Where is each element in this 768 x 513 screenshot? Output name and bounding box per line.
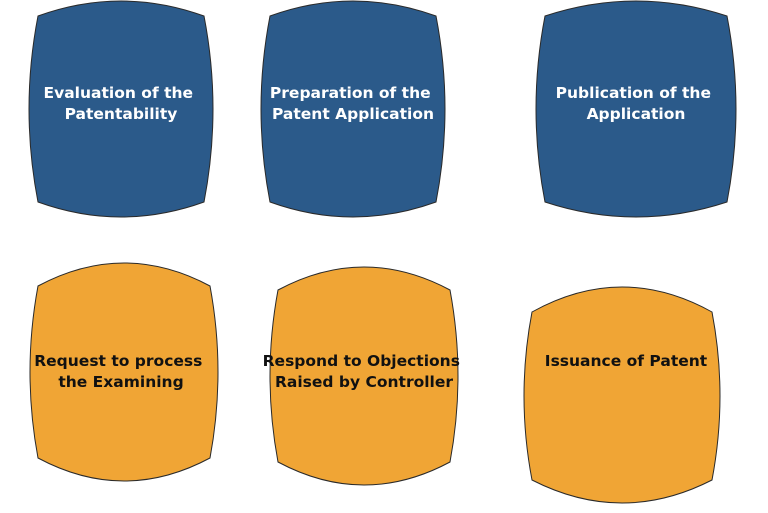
node-label-line: Respond to Objections [263, 352, 460, 370]
node-label-line: Application [587, 105, 686, 123]
node-label-line: the Examining [58, 373, 183, 391]
node-label-line: Issuance of Patent [545, 352, 708, 370]
svg-text:Issuance of Patent: Issuance of Patent [545, 352, 708, 370]
node-label-line: Patent Application [272, 105, 434, 123]
node-shape [29, 262, 219, 482]
svg-text:Evaluation of the Patent: Evaluation of the Patentability [44, 84, 199, 123]
node-publication-of-application: Publication of the Application [535, 0, 737, 218]
svg-text:Respond to Objections Ra: Respond to Objections Raised by Controll… [263, 352, 466, 391]
node-shape [28, 0, 214, 218]
node-label-line: Evaluation of the [44, 84, 194, 102]
node-shape [535, 0, 737, 218]
node-request-to-process-examining: Request to process the Examining [29, 262, 219, 482]
svg-text:Preparation of the Paten: Preparation of the Patent Application [270, 84, 436, 123]
node-label-line: Request to process [34, 352, 202, 370]
node-preparation-of-patent-application: Preparation of the Patent Application [260, 0, 446, 218]
node-shape [260, 0, 446, 218]
node-respond-to-objections: Respond to Objections Raised by Controll… [263, 266, 466, 486]
svg-text:Publication of the Appli: Publication of the Application [556, 84, 717, 123]
node-issuance-of-patent: Issuance of Patent [523, 286, 721, 504]
node-shape [523, 286, 721, 504]
node-label-line: Patentability [65, 105, 178, 123]
node-evaluation-of-patentability: Evaluation of the Patentability [28, 0, 214, 218]
svg-text:Request to process the E: Request to process the Examining [34, 352, 208, 391]
node-shape [269, 266, 459, 486]
node-label-line: Raised by Controller [275, 373, 453, 391]
node-label-line: Preparation of the [270, 84, 431, 102]
node-label-line: Publication of the [556, 84, 711, 102]
